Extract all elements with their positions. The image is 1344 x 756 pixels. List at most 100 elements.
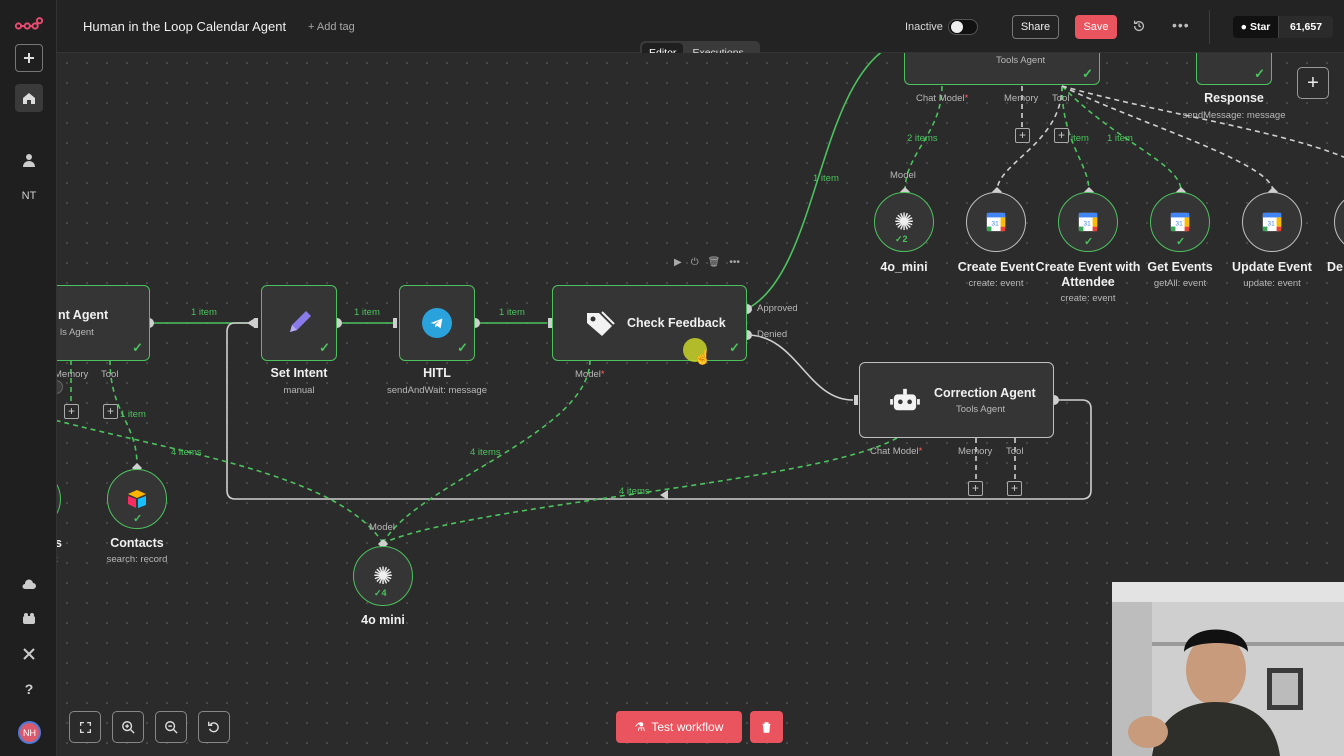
divider	[1209, 10, 1210, 44]
save-button[interactable]: Save	[1075, 15, 1117, 39]
google-calendar-icon: 31	[1078, 212, 1098, 232]
airtable-icon	[128, 490, 146, 508]
google-calendar-icon: 31	[1170, 212, 1190, 232]
denied-output-label: Denied	[757, 329, 788, 340]
edge-top-tool-create	[996, 85, 1063, 192]
presenter-video	[1112, 582, 1344, 756]
n8n-logo-icon[interactable]	[15, 12, 43, 40]
check-icon: ✓	[729, 340, 740, 355]
node-hitl-subtitle: sendAndWait: message	[387, 385, 487, 396]
node-get-events-subtitle: getAll: event	[1153, 278, 1207, 289]
node-tools-agent-top[interactable]: Tools Agent ✓	[904, 53, 1100, 85]
node-response-title: Response	[1204, 91, 1264, 105]
node-create-event-title: Create Event	[957, 260, 1035, 274]
correction-chat-model-label: Chat Model	[870, 446, 922, 457]
node-correction-agent[interactable]: Correction Agent Tools Agent	[859, 362, 1054, 438]
play-icon[interactable]: ▶	[674, 257, 682, 268]
home-icon[interactable]	[15, 84, 43, 112]
google-calendar-icon: 31	[1262, 212, 1282, 232]
test-workflow-label: Test workflow	[651, 720, 724, 734]
check-icon: ✓	[1084, 236, 1094, 248]
node-get-events-title: Get Events	[1147, 260, 1213, 274]
edge-label: 1 item	[191, 307, 217, 318]
share-button[interactable]: Share	[1012, 15, 1059, 39]
status-label: Inactive	[905, 21, 943, 33]
workflow-title[interactable]: Human in the Loop Calendar Agent	[83, 19, 287, 34]
node-set-intent[interactable]: ✓	[261, 285, 337, 361]
delete-execution-button[interactable]	[750, 711, 783, 743]
hand-cursor-icon: ☝	[694, 349, 712, 365]
add-tag-link[interactable]: + Add tag	[308, 21, 355, 33]
edge-denied	[746, 334, 854, 401]
node-create-event-attendee[interactable]: 31 ✓	[1058, 192, 1118, 252]
tools-agent-top-tool-add-button[interactable]: +	[1054, 128, 1069, 143]
active-toggle[interactable]	[948, 19, 978, 35]
project-nt[interactable]: NT	[21, 190, 37, 202]
fit-view-button[interactable]	[69, 711, 101, 743]
node-contacts-subtitle: search: record	[106, 554, 168, 565]
variables-icon[interactable]	[15, 640, 43, 668]
tools-agent-top-memory-add-button[interactable]: +	[1015, 128, 1030, 143]
node-update-event[interactable]: 31	[1242, 192, 1302, 252]
node-create-event-subtitle: create: event	[968, 278, 1024, 289]
edge-approved	[746, 53, 882, 310]
node-create-event[interactable]: 31	[966, 192, 1026, 252]
help-icon[interactable]: ?	[24, 681, 34, 697]
github-star-button[interactable]: ●Star 61,657	[1233, 16, 1333, 38]
edge-label: 4 items	[171, 447, 202, 458]
trash-icon[interactable]: 🗑	[707, 257, 721, 268]
agent-left-memory-add-button[interactable]: +	[64, 404, 79, 419]
node-agent-left-subtitle: ls Agent	[60, 327, 94, 338]
trash-icon	[762, 721, 771, 733]
left-sidebar: NT ? NH	[0, 0, 57, 756]
node-agent-left-title: nt Agent	[58, 308, 109, 322]
user-icon[interactable]	[15, 146, 43, 174]
edge-left-tool	[109, 359, 138, 466]
add-workflow-button[interactable]	[15, 44, 43, 72]
svg-text:31: 31	[1268, 221, 1276, 228]
add-node-button[interactable]: +	[1297, 67, 1329, 99]
agent-left-tool-label: Tool	[101, 369, 119, 380]
node-4o-mini-title: 4o mini	[361, 613, 405, 627]
node-cut-left-title: s	[57, 536, 62, 550]
templates-icon[interactable]	[15, 605, 43, 633]
node-get-events[interactable]: 31 ✓	[1150, 192, 1210, 252]
cloud-icon[interactable]	[15, 571, 43, 599]
zoom-in-button[interactable]	[112, 711, 144, 743]
check-icon: ✓	[319, 340, 330, 355]
node-check-feedback-title: Check Feedback	[627, 316, 726, 330]
node-check-feedback[interactable]: Check Feedback ✓	[552, 285, 747, 362]
connections-layer	[57, 53, 1344, 549]
svg-text:31: 31	[1176, 221, 1184, 228]
node-create-event-attendee-title-line2: Attendee	[1061, 275, 1115, 289]
correction-memory-add-button[interactable]: +	[968, 481, 983, 496]
node-response[interactable]: ✓	[1196, 53, 1272, 85]
tag-icon	[583, 308, 617, 338]
edge-loop-back	[226, 322, 1092, 500]
zoom-out-button[interactable]	[155, 711, 187, 743]
reset-zoom-button[interactable]	[198, 711, 230, 743]
node-response-subtitle: sendMessage: message	[1182, 110, 1286, 121]
node-toolbar: ▶ ⏻ 🗑 •••	[674, 257, 740, 268]
test-workflow-button[interactable]: ⚗ Test workflow	[616, 711, 742, 743]
node-4o-mini-top[interactable]: ✺ ✓2	[874, 192, 934, 252]
node-contacts[interactable]: ✓	[107, 469, 167, 529]
model-top-label: Model	[890, 170, 916, 181]
more-icon[interactable]: •••	[729, 257, 740, 268]
node-4o-mini[interactable]: ✺ ✓4	[353, 546, 413, 606]
github-star-count: 61,657	[1278, 16, 1333, 38]
edge-label: 2 items	[907, 133, 938, 144]
github-star-label: Star	[1249, 21, 1271, 33]
node-agent-left[interactable]: nt Agent ls Agent ✓	[57, 285, 150, 361]
history-icon[interactable]	[1132, 19, 1146, 33]
edge-label: 4 items	[470, 447, 501, 458]
run-count-badge: ✓2	[895, 234, 908, 244]
more-options-icon[interactable]: •••	[1172, 17, 1190, 33]
correction-tool-add-button[interactable]: +	[1007, 481, 1022, 496]
power-icon[interactable]: ⏻	[690, 257, 699, 268]
user-avatar[interactable]: NH	[18, 721, 41, 744]
node-hitl[interactable]: ✓	[399, 285, 475, 361]
node-4o-mini-top-title: 4o_mini	[880, 260, 928, 274]
agent-left-tool-add-button[interactable]: +	[103, 404, 118, 419]
